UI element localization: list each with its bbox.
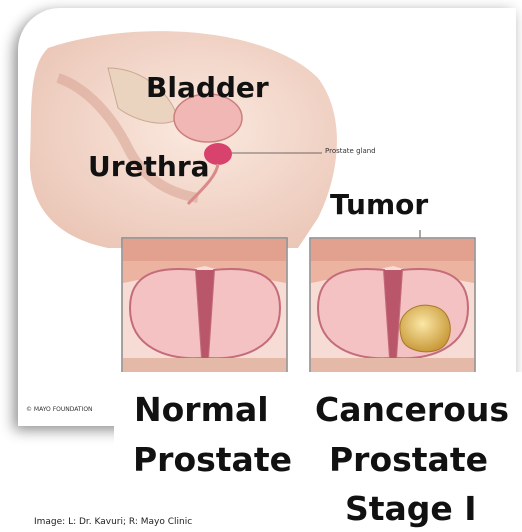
cancerous-cross-section (310, 238, 475, 373)
body-silhouette (30, 31, 337, 248)
cancer-caption-line2: Prostate (329, 443, 488, 476)
prostate-gland-label: Prostate gland (325, 148, 376, 155)
cancer-caption-line3: Stage I (345, 492, 477, 525)
urethra-label: Urethra (88, 153, 210, 181)
tumor-label: Tumor (330, 191, 428, 219)
bladder-label: Bladder (146, 74, 269, 102)
cancer-caption-line1: Cancerous (315, 393, 509, 426)
foundation-credit: © MAYO FOUNDATION (26, 407, 93, 413)
normal-caption-line2: Prostate (133, 443, 292, 476)
tumor-shape (400, 305, 450, 352)
normal-caption-line1: Normal (134, 393, 269, 426)
diagram-card: Bladder Urethra Prostate gland Tumor © M… (18, 8, 516, 426)
image-credit: Image: L: Dr. Kavuri; R: Mayo Clinic (34, 517, 192, 527)
normal-cross-section (122, 238, 287, 373)
